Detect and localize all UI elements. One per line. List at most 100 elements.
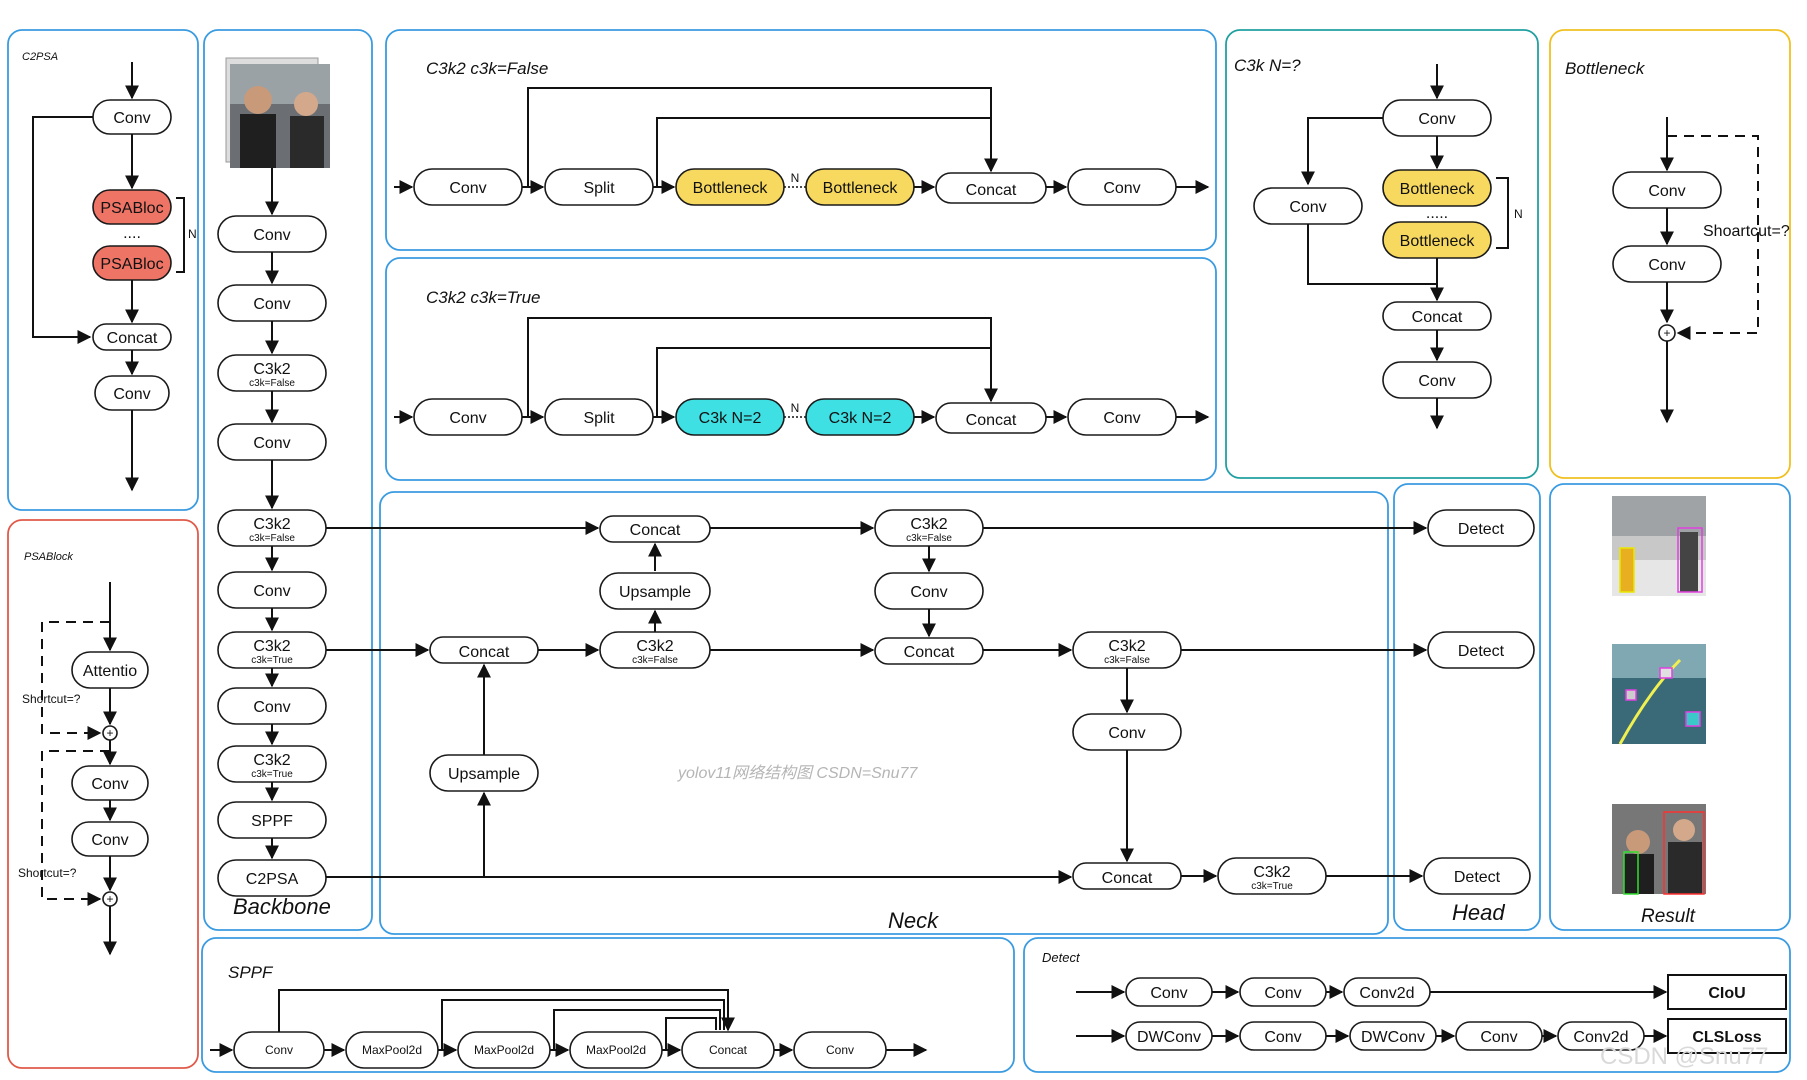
result-image-2	[1612, 644, 1706, 745]
bb-c3k2-2-label: C3k2	[253, 516, 290, 533]
psablock-conv-2-label: Conv	[91, 832, 128, 849]
add-2-label: +	[106, 892, 113, 906]
bb-conv-4-label: Conv	[253, 583, 290, 600]
detect-title: Detect	[1042, 950, 1081, 965]
det-conv-2-label: Conv	[1264, 985, 1301, 1002]
neck-concat-2-label: Concat	[459, 644, 510, 661]
c3k-conv-in-label: Conv	[1418, 111, 1455, 128]
psablock-panel	[7, 519, 199, 1069]
c3k2t-n: N	[791, 401, 800, 415]
psablock-diagram: Attentio + Shortcut=? Conv Conv + Shortc…	[18, 582, 149, 956]
bb-c3k2-3-sub: c3k=True	[251, 655, 293, 666]
neck-upsample-1	[599, 572, 711, 610]
c3k2f-n: N	[791, 171, 800, 185]
c3k2t-concat-label: Concat	[966, 412, 1017, 429]
c3k-bottleneck-1-label: Bottleneck	[1400, 181, 1476, 198]
attention-label: Attentio	[83, 663, 137, 680]
neck-concat-4-label: Concat	[1102, 870, 1153, 887]
c3k2t-c3k-2-label: C3k N=2	[829, 410, 892, 427]
bb-c2psa-label: C2PSA	[246, 871, 299, 888]
psabloc-1	[92, 189, 172, 225]
c3k2-false-diagram: Conv Split Bottleneck N Bottleneck Conca…	[394, 87, 1210, 206]
neck-conv-1-label: Conv	[910, 584, 947, 601]
psabloc-dots: ....	[123, 225, 141, 242]
c3k2-false-title: C3k2 c3k=False	[426, 59, 548, 78]
c3k2f-split-label: Split	[583, 180, 615, 197]
shortcut-label-1: Shortcut=?	[22, 692, 81, 706]
bb-c3k2-1-sub: c3k=False	[249, 378, 295, 389]
c3k2t-c3k-1-label: C3k N=2	[699, 410, 762, 427]
clsloss-label: CLSLoss	[1692, 1029, 1761, 1046]
det-conv-4-label: Conv	[1480, 1029, 1517, 1046]
det-dwconv-2-label: DWConv	[1361, 1029, 1425, 1046]
backbone-panel	[203, 29, 373, 931]
neck-upsample-1-label: Upsample	[619, 584, 691, 601]
psabloc-n: N	[188, 227, 197, 241]
result-image-3	[1612, 804, 1706, 895]
sppf-maxpool-2-label: MaxPool2d	[474, 1043, 534, 1057]
c3k-bottleneck-2-label: Bottleneck	[1400, 233, 1476, 250]
c3k2-true-panel	[385, 257, 1217, 481]
backbone-title: Backbone	[233, 894, 331, 919]
neck-c3k2-4-sub: c3k=True	[1251, 881, 1293, 892]
bb-c3k2-4-sub: c3k=True	[251, 769, 293, 780]
corner-watermark: CSDN @Snu77	[1600, 1043, 1768, 1070]
bb-c3k2-1-label: C3k2	[253, 361, 290, 378]
detect-diagram: Conv Conv Conv2d CIoU DWConv Conv DWConv…	[1076, 974, 1787, 1054]
neck-concat-1-label: Concat	[630, 522, 681, 539]
neck-c3k2-3-label: C3k2	[1108, 638, 1145, 655]
head-diagram: Detect Detect Detect	[1423, 509, 1535, 895]
shortcut-label-2: Shortcut=?	[18, 866, 77, 880]
neck-upsample-2	[429, 754, 539, 792]
detect-1	[1427, 509, 1535, 547]
det-conv-3-label: Conv	[1264, 1029, 1301, 1046]
c3k-n: N	[1514, 207, 1523, 221]
sppf-concat-label: Concat	[709, 1043, 748, 1057]
c3k-diagram: Conv Conv Bottleneck ..... Bottleneck N …	[1253, 64, 1523, 430]
c3k2f-concat-label: Concat	[966, 182, 1017, 199]
c3k-bottleneck-1	[1382, 169, 1492, 207]
ciou-box	[1667, 974, 1787, 1010]
bn-shortcut-label: Shoartcut=?	[1703, 223, 1790, 240]
neck-c3k2-1-label: C3k2	[910, 516, 947, 533]
bn-add-label: +	[1663, 326, 1670, 340]
detect-3	[1423, 857, 1531, 895]
add-1-label: +	[106, 726, 113, 740]
neck-concat-3-label: Concat	[904, 644, 955, 661]
c3k-conv-out-label: Conv	[1418, 373, 1455, 390]
neck-c3k2-4-label: C3k2	[1253, 864, 1290, 881]
detect-panel	[1023, 937, 1791, 1073]
c3k-conv-side-label: Conv	[1289, 199, 1326, 216]
bn-conv-1-label: Conv	[1648, 183, 1685, 200]
sppf-maxpool-1-label: MaxPool2d	[362, 1043, 422, 1057]
det-dwconv-1-label: DWConv	[1137, 1029, 1201, 1046]
bb-conv-5-label: Conv	[253, 699, 290, 716]
psabloc-1-label: PSABloc	[100, 200, 163, 217]
c3k2-true-title: C3k2 c3k=True	[426, 288, 540, 307]
c2psa-concat-label: Concat	[107, 330, 158, 347]
c3k-concat-label: Concat	[1412, 309, 1463, 326]
c2psa-title: C2PSA	[22, 51, 58, 63]
backbone-diagram: Conv Conv C3k2 c3k=False Conv C3k2 c3k=F…	[217, 57, 330, 897]
bottleneck-title: Bottleneck	[1565, 59, 1646, 78]
neck-c3k2-3-sub: c3k=False	[1104, 655, 1150, 666]
neck-panel	[379, 491, 1389, 935]
result-image-1	[1612, 496, 1706, 596]
bb-c3k2-3-label: C3k2	[253, 638, 290, 655]
c2psa-conv-in-label: Conv	[113, 110, 150, 127]
det-conv-1-label: Conv	[1150, 985, 1187, 1002]
bn-conv-2-label: Conv	[1648, 257, 1685, 274]
neck-upsample-2-label: Upsample	[448, 766, 520, 783]
c3k-title: C3k N=?	[1234, 56, 1301, 75]
c2psa-diagram: Conv PSABloc .... PSABloc N Concat Conv	[32, 62, 197, 492]
neck-conv-2-label: Conv	[1108, 725, 1145, 742]
psablock-title: PSABlock	[24, 551, 73, 563]
ciou-label: CIoU	[1708, 985, 1745, 1002]
head-title: Head	[1452, 900, 1505, 925]
c3k2f-conv-in-label: Conv	[449, 180, 486, 197]
clsloss-box	[1667, 1018, 1787, 1054]
c3k2t-conv-in-label: Conv	[449, 410, 486, 427]
c3k2f-conv-out-label: Conv	[1103, 180, 1140, 197]
c3k-panel	[1225, 29, 1539, 479]
